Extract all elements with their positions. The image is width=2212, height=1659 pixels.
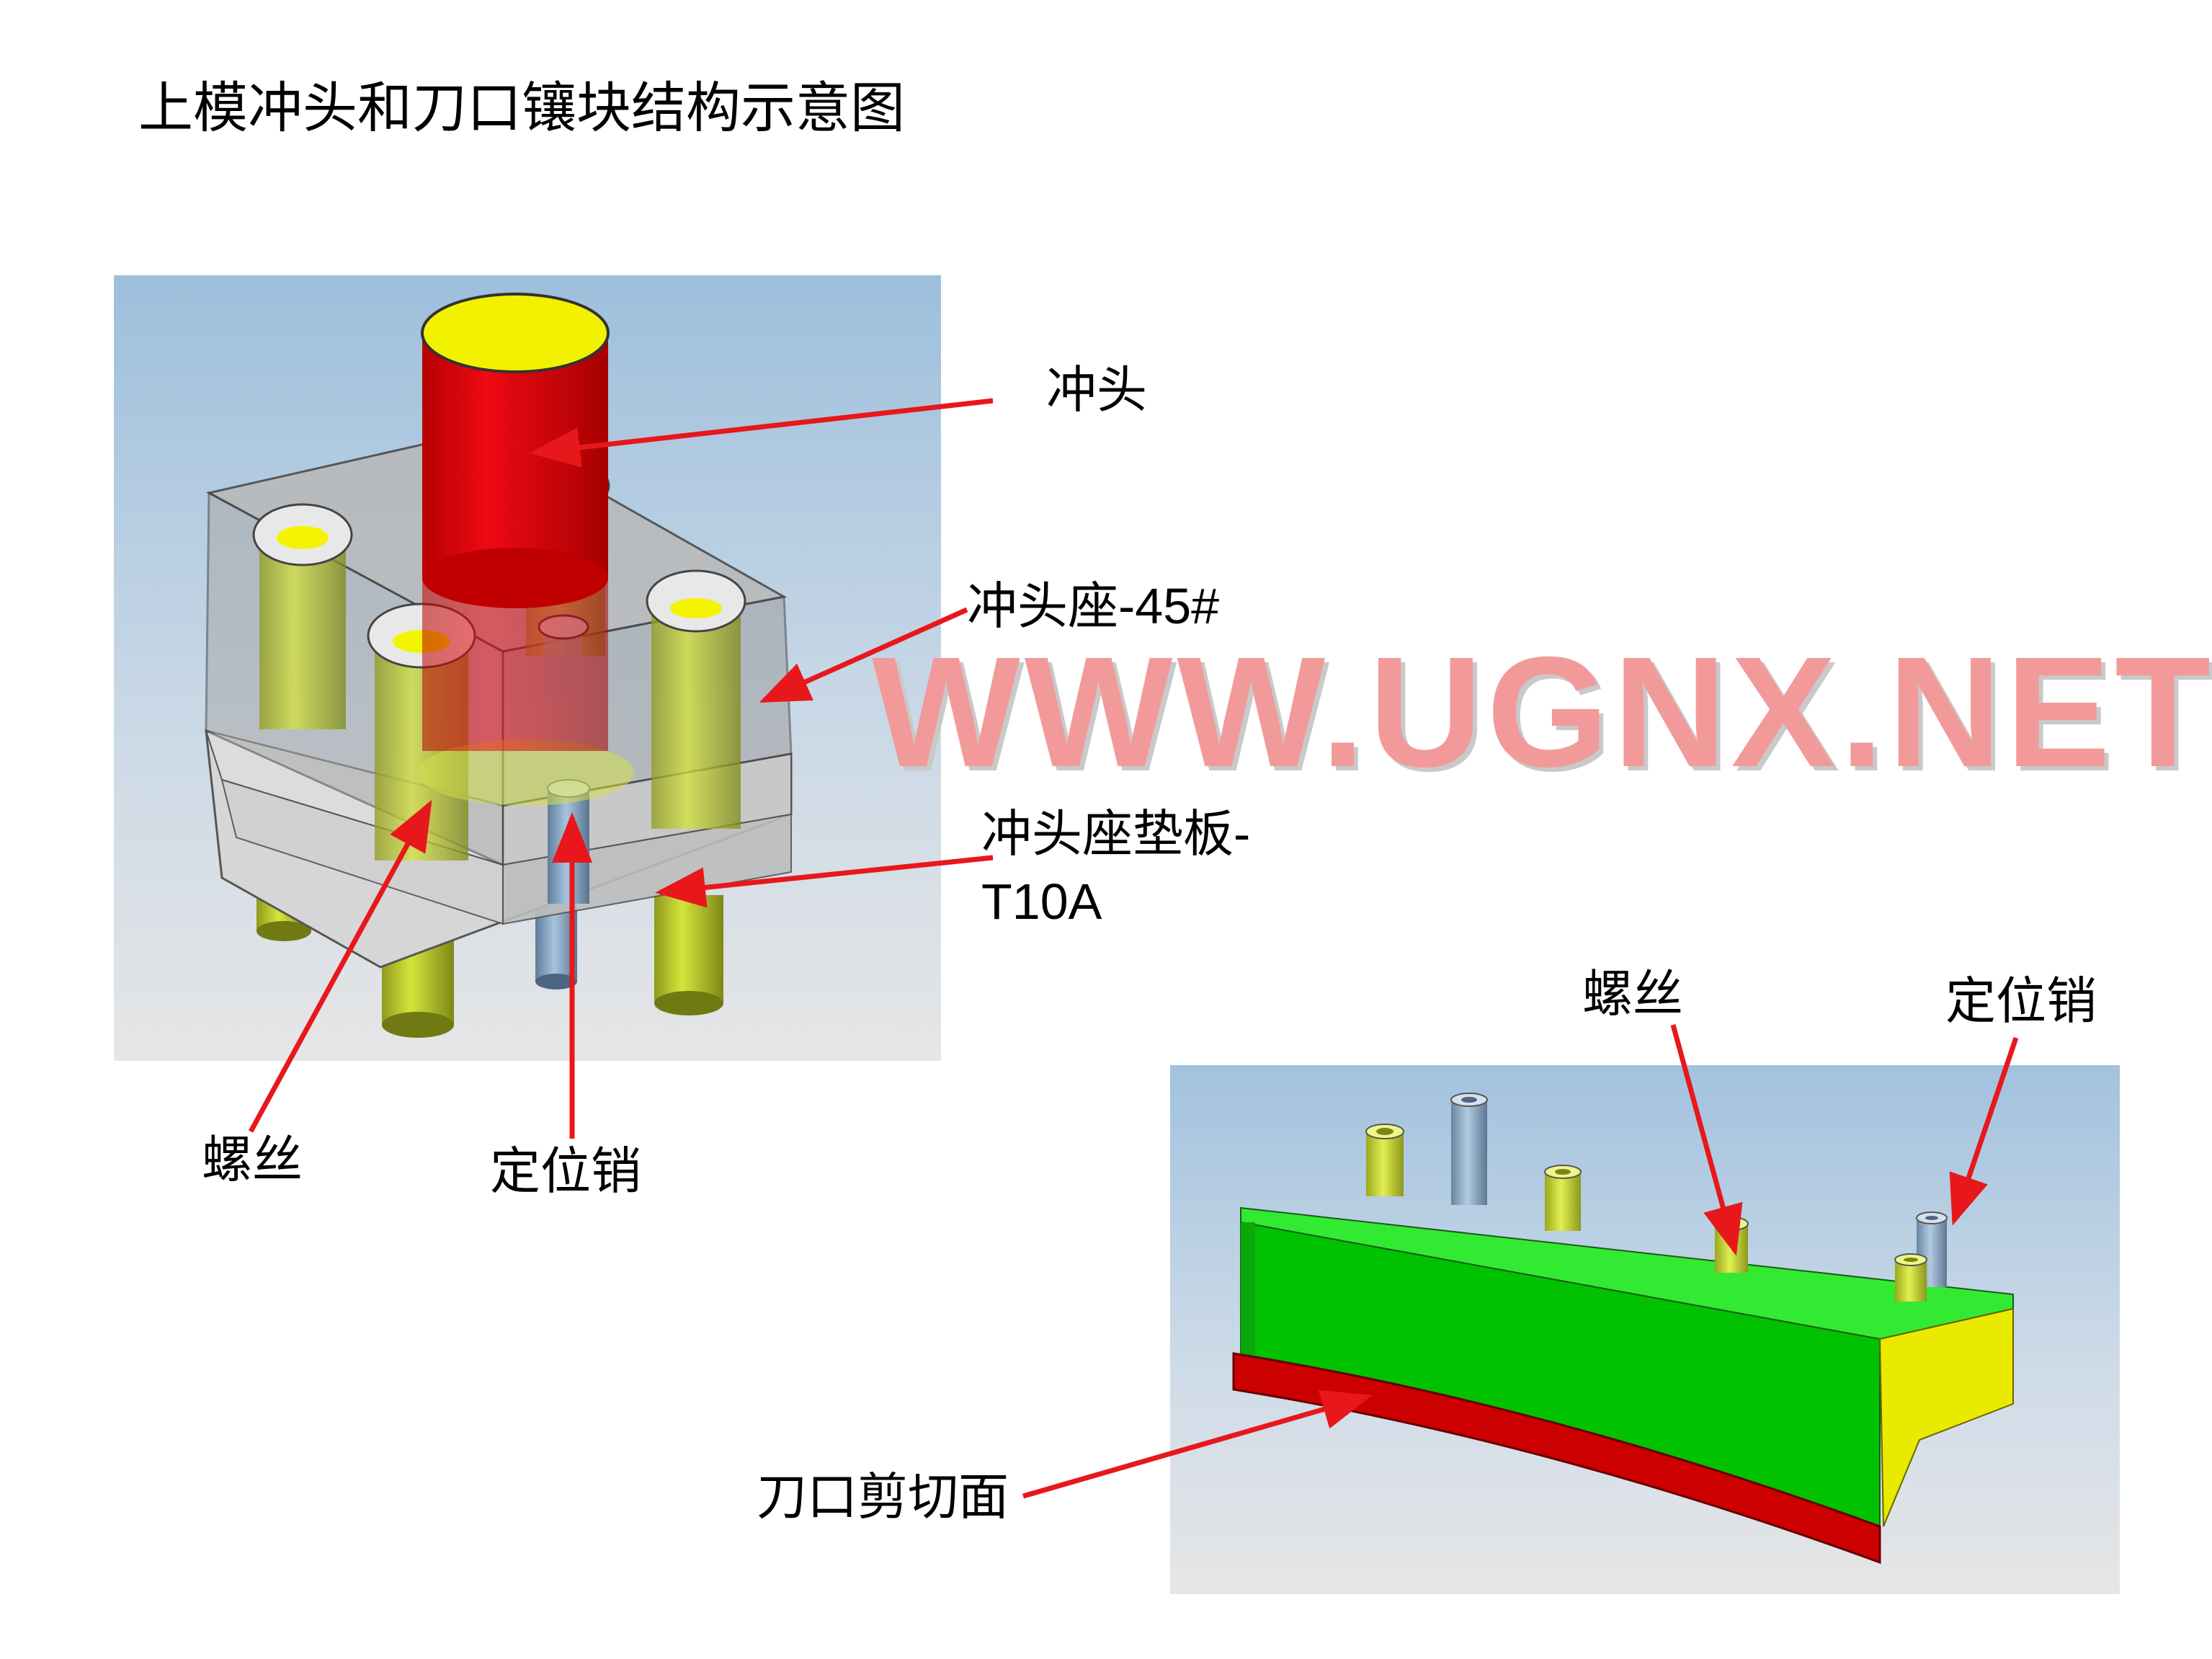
- watermark: WWW.UGNX.NET: [872, 625, 2212, 800]
- label-backing-plate-line2: T10A: [981, 873, 1102, 930]
- punch-flange: [418, 739, 634, 806]
- label-left-screw: 螺丝: [202, 1130, 303, 1189]
- screw-4: [1894, 1253, 1927, 1302]
- punch-cylinder: [421, 293, 610, 751]
- screw-inner-right: [646, 569, 746, 829]
- edge-insert-render: [1170, 1065, 2120, 1594]
- insert-side-face: [1878, 1307, 2014, 1527]
- punch-assembly-render: [114, 275, 941, 1061]
- label-left-pin: 定位销: [490, 1142, 641, 1201]
- label-punch-holder: 冲头座-45#: [967, 578, 1220, 634]
- pin-1: [1450, 1093, 1488, 1205]
- cutting-edge-face: [1232, 1352, 1881, 1565]
- screw-2: [1544, 1165, 1582, 1231]
- screw-inner-left: [252, 503, 353, 729]
- screw-3: [1714, 1217, 1749, 1273]
- screw-bottom-right: [654, 895, 723, 1015]
- label-right-screw: 螺丝: [1582, 964, 1683, 1023]
- label-punch: 冲头: [1046, 360, 1147, 419]
- label-cutting-edge: 刀口剪切面: [757, 1467, 1009, 1526]
- page-title: 上模冲头和刀口镶块结构示意图: [138, 76, 905, 140]
- label-backing-plate-line1: 冲头座垫板-: [981, 806, 1251, 862]
- label-right-pin: 定位销: [1945, 971, 2097, 1031]
- screw-1: [1365, 1124, 1404, 1196]
